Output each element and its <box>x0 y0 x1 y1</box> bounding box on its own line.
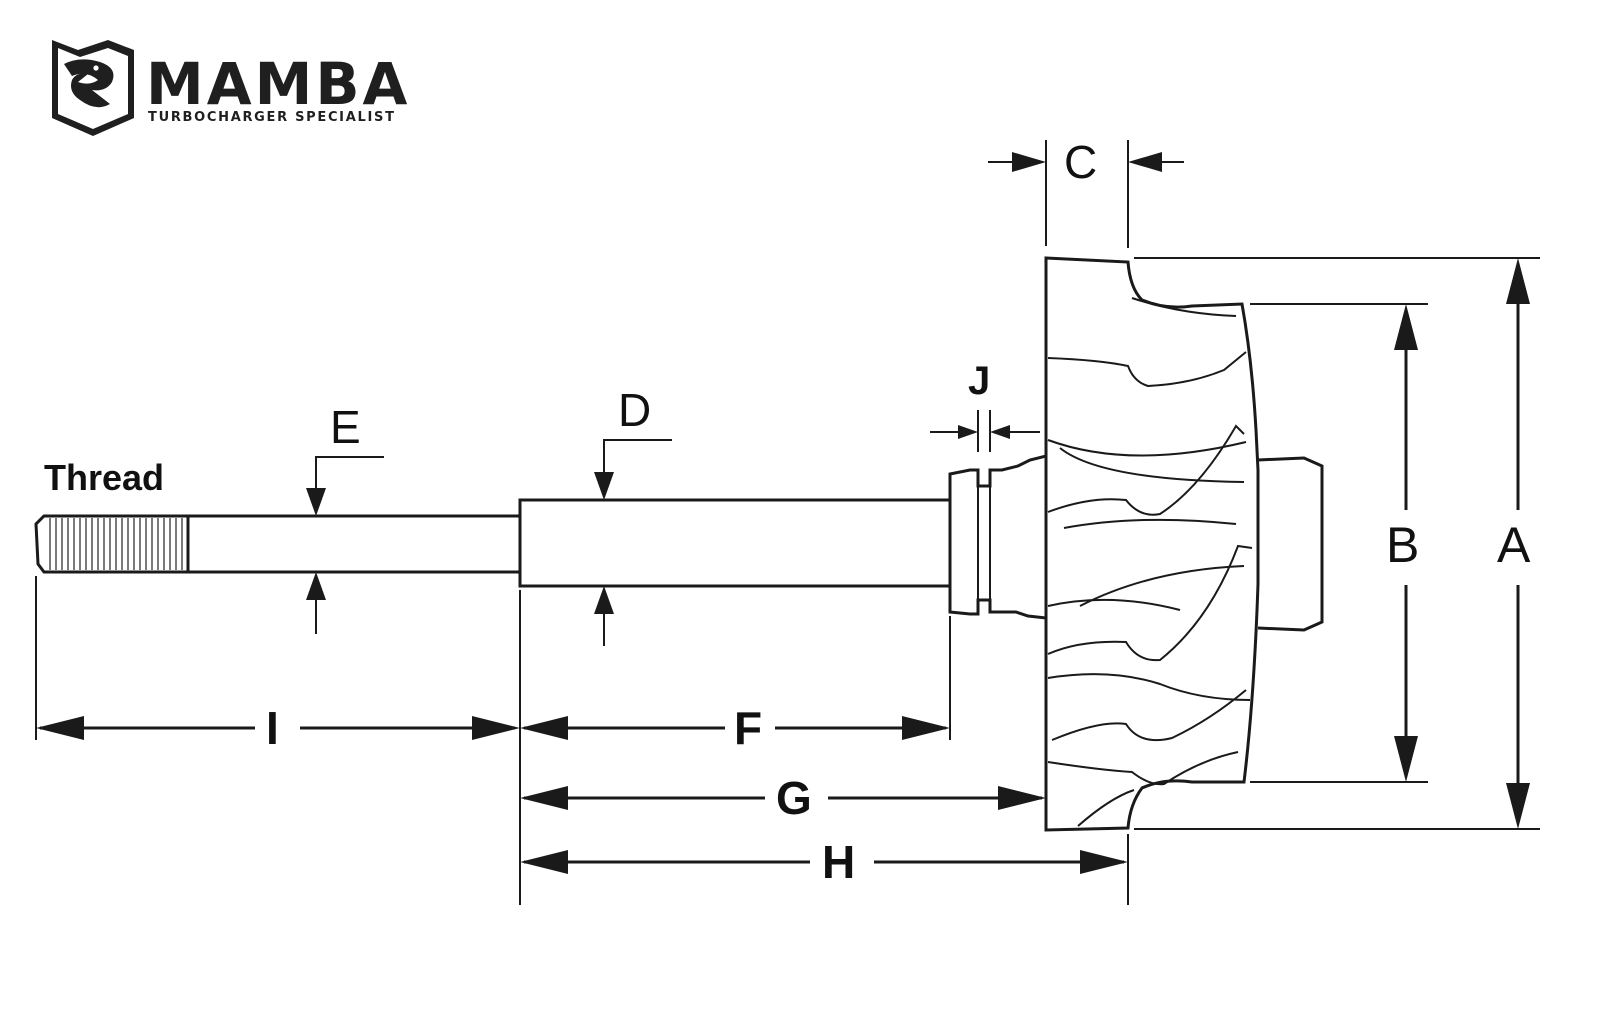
wheel-nose <box>1257 456 1324 632</box>
label-i: I <box>266 702 279 754</box>
blade-curves <box>1047 297 1253 827</box>
dimension-labels: Thread E D J C B A I F G H <box>44 136 1531 888</box>
label-e: E <box>330 401 361 453</box>
logo-brand: MAMBA <box>146 50 410 118</box>
label-g: G <box>776 772 812 824</box>
snake-shield-icon <box>52 40 134 136</box>
label-thread: Thread <box>44 457 164 498</box>
label-h: H <box>822 836 855 888</box>
extension-lines <box>35 140 1540 905</box>
label-a: A <box>1497 517 1531 573</box>
label-j: J <box>968 359 990 403</box>
shaft <box>34 454 1048 620</box>
label-d: D <box>618 384 651 436</box>
thread-hatching <box>49 518 183 570</box>
label-c: C <box>1064 136 1097 188</box>
label-f: F <box>734 702 762 754</box>
compressor-wheel <box>1044 256 1324 832</box>
thin-shaft <box>188 514 520 574</box>
wheel-outline <box>1044 256 1260 832</box>
logo-tagline: TURBOCHARGER SPECIALIST <box>148 110 396 125</box>
thread-section <box>34 514 190 574</box>
mamba-logo: MAMBA TURBOCHARGER SPECIALIST <box>52 40 410 136</box>
label-b: B <box>1386 517 1419 573</box>
collar <box>948 454 1048 620</box>
dimension-arrows <box>36 152 1530 874</box>
main-shaft <box>518 498 952 588</box>
